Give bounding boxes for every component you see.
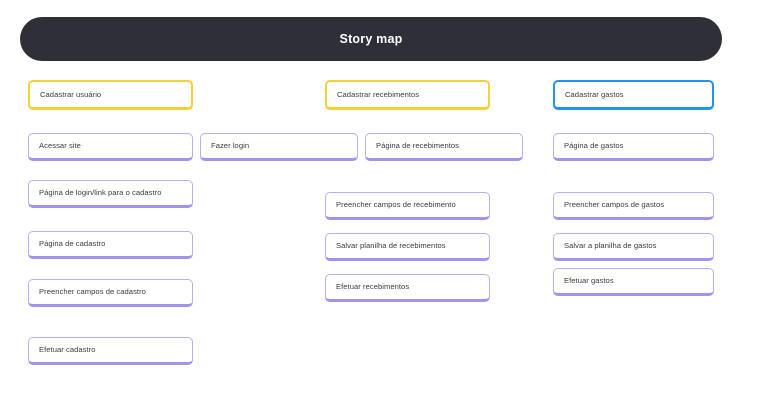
story-card-label: Preencher campos de recebimento <box>336 200 456 210</box>
story-card-label: Preencher campos de cadastro <box>39 287 146 297</box>
story-card-label: Página de recebimentos <box>376 141 459 151</box>
story-card-label: Efetuar recebimentos <box>336 282 410 292</box>
story-card-task-preencher-cadastro[interactable]: Preencher campos de cadastro <box>28 279 193 307</box>
story-card-label: Página de gastos <box>564 141 624 151</box>
story-card-label: Efetuar gastos <box>564 276 614 286</box>
story-card-task-efetuar-recebimentos[interactable]: Efetuar recebimentos <box>325 274 490 302</box>
story-card-label: Salvar a planilha de gastos <box>564 241 657 251</box>
story-card-label: Preencher campos de gastos <box>564 200 665 210</box>
story-card-epic-cadastrar-usuario[interactable]: Cadastrar usuário <box>28 80 193 110</box>
page-title: Story map <box>339 31 403 46</box>
story-card-label: Efetuar cadastro <box>39 345 96 355</box>
story-card-label: Acessar site <box>39 141 81 151</box>
story-card-task-pagina-gastos[interactable]: Página de gastos <box>553 133 714 161</box>
story-card-task-pagina-login-link[interactable]: Página de login/link para o cadastro <box>28 180 193 208</box>
story-card-label: Fazer login <box>211 141 250 151</box>
story-card-label: Cadastrar usuário <box>40 89 102 99</box>
story-card-task-preencher-recebimento[interactable]: Preencher campos de recebimento <box>325 192 490 220</box>
story-card-label: Cadastrar gastos <box>565 89 624 99</box>
story-card-task-efetuar-gastos[interactable]: Efetuar gastos <box>553 268 714 296</box>
story-card-task-efetuar-cadastro[interactable]: Efetuar cadastro <box>28 337 193 365</box>
story-card-label: Página de cadastro <box>39 239 106 249</box>
story-card-task-salvar-planilha-receb[interactable]: Salvar planilha de recebimentos <box>325 233 490 261</box>
story-card-task-pagina-cadastro[interactable]: Página de cadastro <box>28 231 193 259</box>
story-card-task-fazer-login[interactable]: Fazer login <box>200 133 358 161</box>
story-map-header: Story map <box>20 17 722 61</box>
story-card-label: Salvar planilha de recebimentos <box>336 241 446 251</box>
story-card-task-pagina-recebimentos[interactable]: Página de recebimentos <box>365 133 523 161</box>
story-card-label: Página de login/link para o cadastro <box>39 188 162 198</box>
story-card-label: Cadastrar recebimentos <box>337 89 420 99</box>
story-card-task-salvar-planilha-gastos[interactable]: Salvar a planilha de gastos <box>553 233 714 261</box>
story-card-task-acessar-site[interactable]: Acessar site <box>28 133 193 161</box>
story-card-task-preencher-gastos[interactable]: Preencher campos de gastos <box>553 192 714 220</box>
story-card-epic-cadastrar-gastos[interactable]: Cadastrar gastos <box>553 80 714 110</box>
story-card-epic-cadastrar-recebimentos[interactable]: Cadastrar recebimentos <box>325 80 490 110</box>
